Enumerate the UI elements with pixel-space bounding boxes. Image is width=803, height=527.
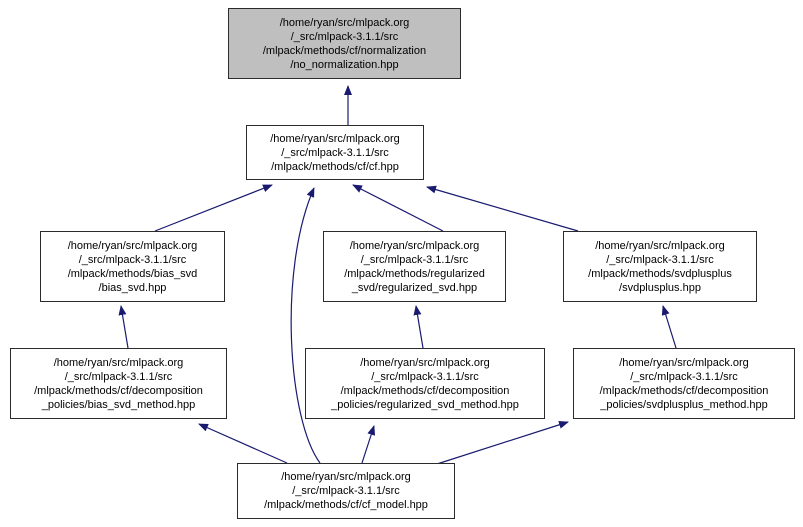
node-cf-model-hpp[interactable]: /home/ryan/src/mlpack.org /_src/mlpack-3… [237,463,455,519]
edge-cf-model-to-cf [290,187,321,464]
node-no-normalization-hpp: /home/ryan/src/mlpack.org /_src/mlpack-3… [228,8,461,79]
node-path-line: /_src/mlpack-3.1.1/src [78,253,187,266]
edge-regularized-svd-to-cf [352,184,444,232]
node-svdplusplus-method-hpp[interactable]: /home/ryan/src/mlpack.org /_src/mlpack-3… [573,348,795,419]
node-path-line: /_src/mlpack-3.1.1/src [64,370,173,383]
edge-bias-svd-method-to-bias-svd [118,305,129,349]
edge-cf-model-to-regularized-svd-method [361,425,376,464]
node-path-line: _svd/regularized_svd.hpp [351,281,478,294]
node-path-line: /bias_svd.hpp [98,281,167,294]
node-bias-svd-hpp[interactable]: /home/ryan/src/mlpack.org /_src/mlpack-3… [40,231,225,302]
node-path-line: /home/ryan/src/mlpack.org [619,356,749,369]
node-path-line: /_src/mlpack-3.1.1/src [281,146,389,159]
node-regularized-svd-method-hpp[interactable]: /home/ryan/src/mlpack.org /_src/mlpack-3… [305,348,545,419]
node-path-line: /home/ryan/src/mlpack.org [53,356,184,369]
node-path-line: /mlpack/methods/regularized [344,267,485,280]
edge-cf-model-to-svdplusplus-method [436,420,569,465]
edge-regularized-svd-method-to-regularized-svd [413,305,424,349]
node-path-line: /home/ryan/src/mlpack.org [349,239,480,252]
node-path-line: /no_normalization.hpp [290,58,399,71]
node-path-line: /home/ryan/src/mlpack.org [595,239,725,252]
node-path-line: /mlpack/methods/cf/normalization [262,44,427,57]
node-path-line: /mlpack/methods/cf/decomposition [599,384,769,397]
edge-svdplusplus-to-cf [426,185,579,232]
node-path-line: /svdplusplus.hpp [619,281,701,294]
node-path-line: /mlpack/methods/cf/decomposition [34,384,203,397]
edge-cf-model-to-bias-svd-method [198,423,288,464]
node-path-line: /mlpack/methods/svdplusplus [588,267,732,280]
node-path-line: /_src/mlpack-3.1.1/src [606,253,714,266]
node-path-line: /_src/mlpack-3.1.1/src [290,30,399,43]
node-path-line: /home/ryan/src/mlpack.org [270,132,400,145]
edge-bias-svd-to-cf [154,184,273,232]
node-path-line: /mlpack/methods/cf/cf.hpp [271,160,399,173]
node-cf-hpp[interactable]: /home/ryan/src/mlpack.org /_src/mlpack-3… [246,125,424,180]
node-path-line: /mlpack/methods/cf/decomposition [340,384,510,397]
node-path-line: _policies/regularized_svd_method.hpp [331,398,519,411]
node-path-line: /home/ryan/src/mlpack.org [281,471,411,483]
node-svdplusplus-hpp[interactable]: /home/ryan/src/mlpack.org /_src/mlpack-3… [563,231,757,302]
node-path-line: /home/ryan/src/mlpack.org [67,239,198,252]
node-path-line: /mlpack/methods/cf/cf_model.hpp [264,499,428,511]
edge-svdplusplus-method-to-svdplusplus [661,305,677,349]
node-path-line: /mlpack/methods/bias_svd [67,267,198,280]
node-path-line: /_src/mlpack-3.1.1/src [630,370,738,383]
node-path-line: /_src/mlpack-3.1.1/src [292,485,400,497]
node-path-line: _policies/svdplusplus_method.hpp [600,398,768,411]
node-path-line: /home/ryan/src/mlpack.org [360,356,490,369]
node-path-line: /_src/mlpack-3.1.1/src [360,253,469,266]
node-regularized-svd-hpp[interactable]: /home/ryan/src/mlpack.org /_src/mlpack-3… [323,231,506,302]
node-bias-svd-method-hpp[interactable]: /home/ryan/src/mlpack.org /_src/mlpack-3… [10,348,227,419]
node-path-line: _policies/bias_svd_method.hpp [41,398,196,411]
node-path-line: /_src/mlpack-3.1.1/src [371,370,479,383]
node-path-line: /home/ryan/src/mlpack.org [279,16,410,29]
